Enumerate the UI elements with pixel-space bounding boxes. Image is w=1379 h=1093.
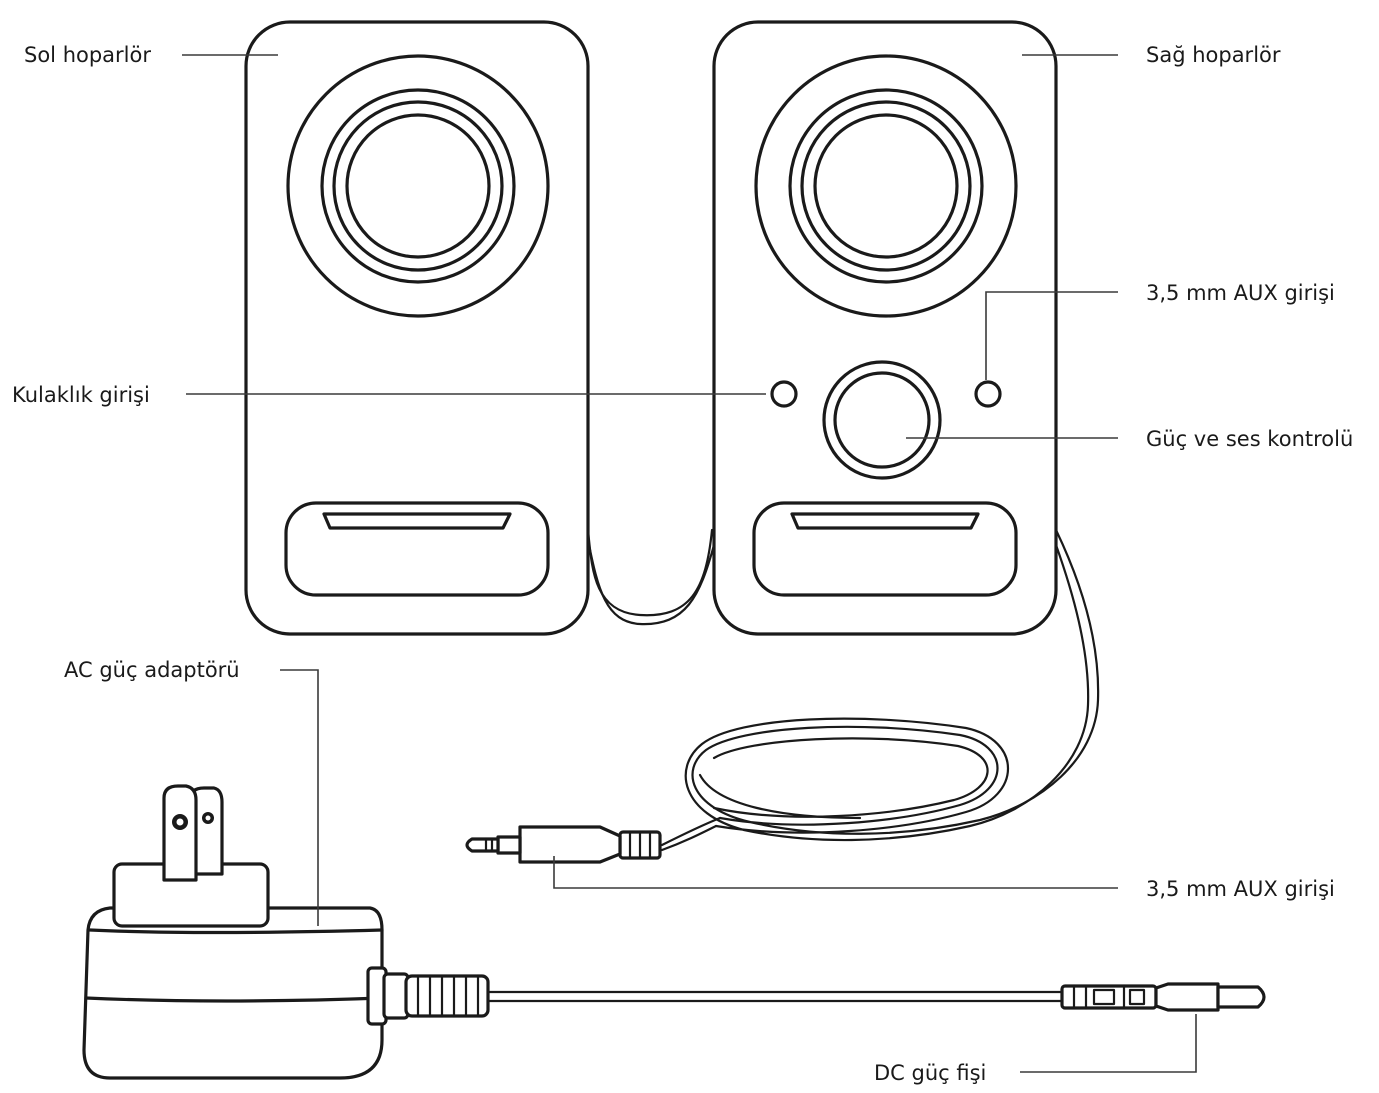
- ac-adapter: [82, 784, 490, 1080]
- inter-speaker-cable: [586, 528, 716, 626]
- leader-lines: [182, 54, 1197, 1073]
- label-power-volume-control: Güç ve ses kontrolü: [1146, 427, 1353, 451]
- power-volume-knob: [822, 360, 942, 480]
- label-dc-plug: DC güç fişi: [874, 1061, 986, 1085]
- headphone-jack-port: [770, 380, 798, 408]
- right-speaker-driver: [754, 54, 1018, 318]
- aux-plug: [465, 825, 662, 864]
- ac-adapter-prongs: [162, 784, 224, 882]
- aux-cable: [660, 528, 1100, 852]
- label-aux-input-port: 3,5 mm AUX girişi: [1146, 281, 1335, 305]
- right-speaker-bass-port: [752, 501, 1018, 597]
- labels: Sol hoparlör Sağ hoparlör 3,5 mm AUX gir…: [12, 43, 1353, 1085]
- left-speaker: [244, 20, 590, 636]
- label-left-speaker: Sol hoparlör: [24, 43, 151, 67]
- aux-input-port: [974, 380, 1002, 408]
- right-speaker: [712, 20, 1058, 636]
- ac-adapter-body: [82, 906, 384, 1080]
- left-speaker-driver: [286, 54, 550, 318]
- dc-plug: [1060, 982, 1266, 1012]
- label-aux-plug: 3,5 mm AUX girişi: [1146, 877, 1335, 901]
- dc-cable: [486, 990, 1066, 1003]
- ac-adapter-strain-relief: [366, 966, 490, 1026]
- label-right-speaker: Sağ hoparlör: [1146, 43, 1281, 67]
- left-speaker-bass-port: [284, 501, 550, 597]
- label-headphone-jack: Kulaklık girişi: [12, 383, 150, 407]
- label-ac-adapter: AC güç adaptörü: [64, 658, 240, 682]
